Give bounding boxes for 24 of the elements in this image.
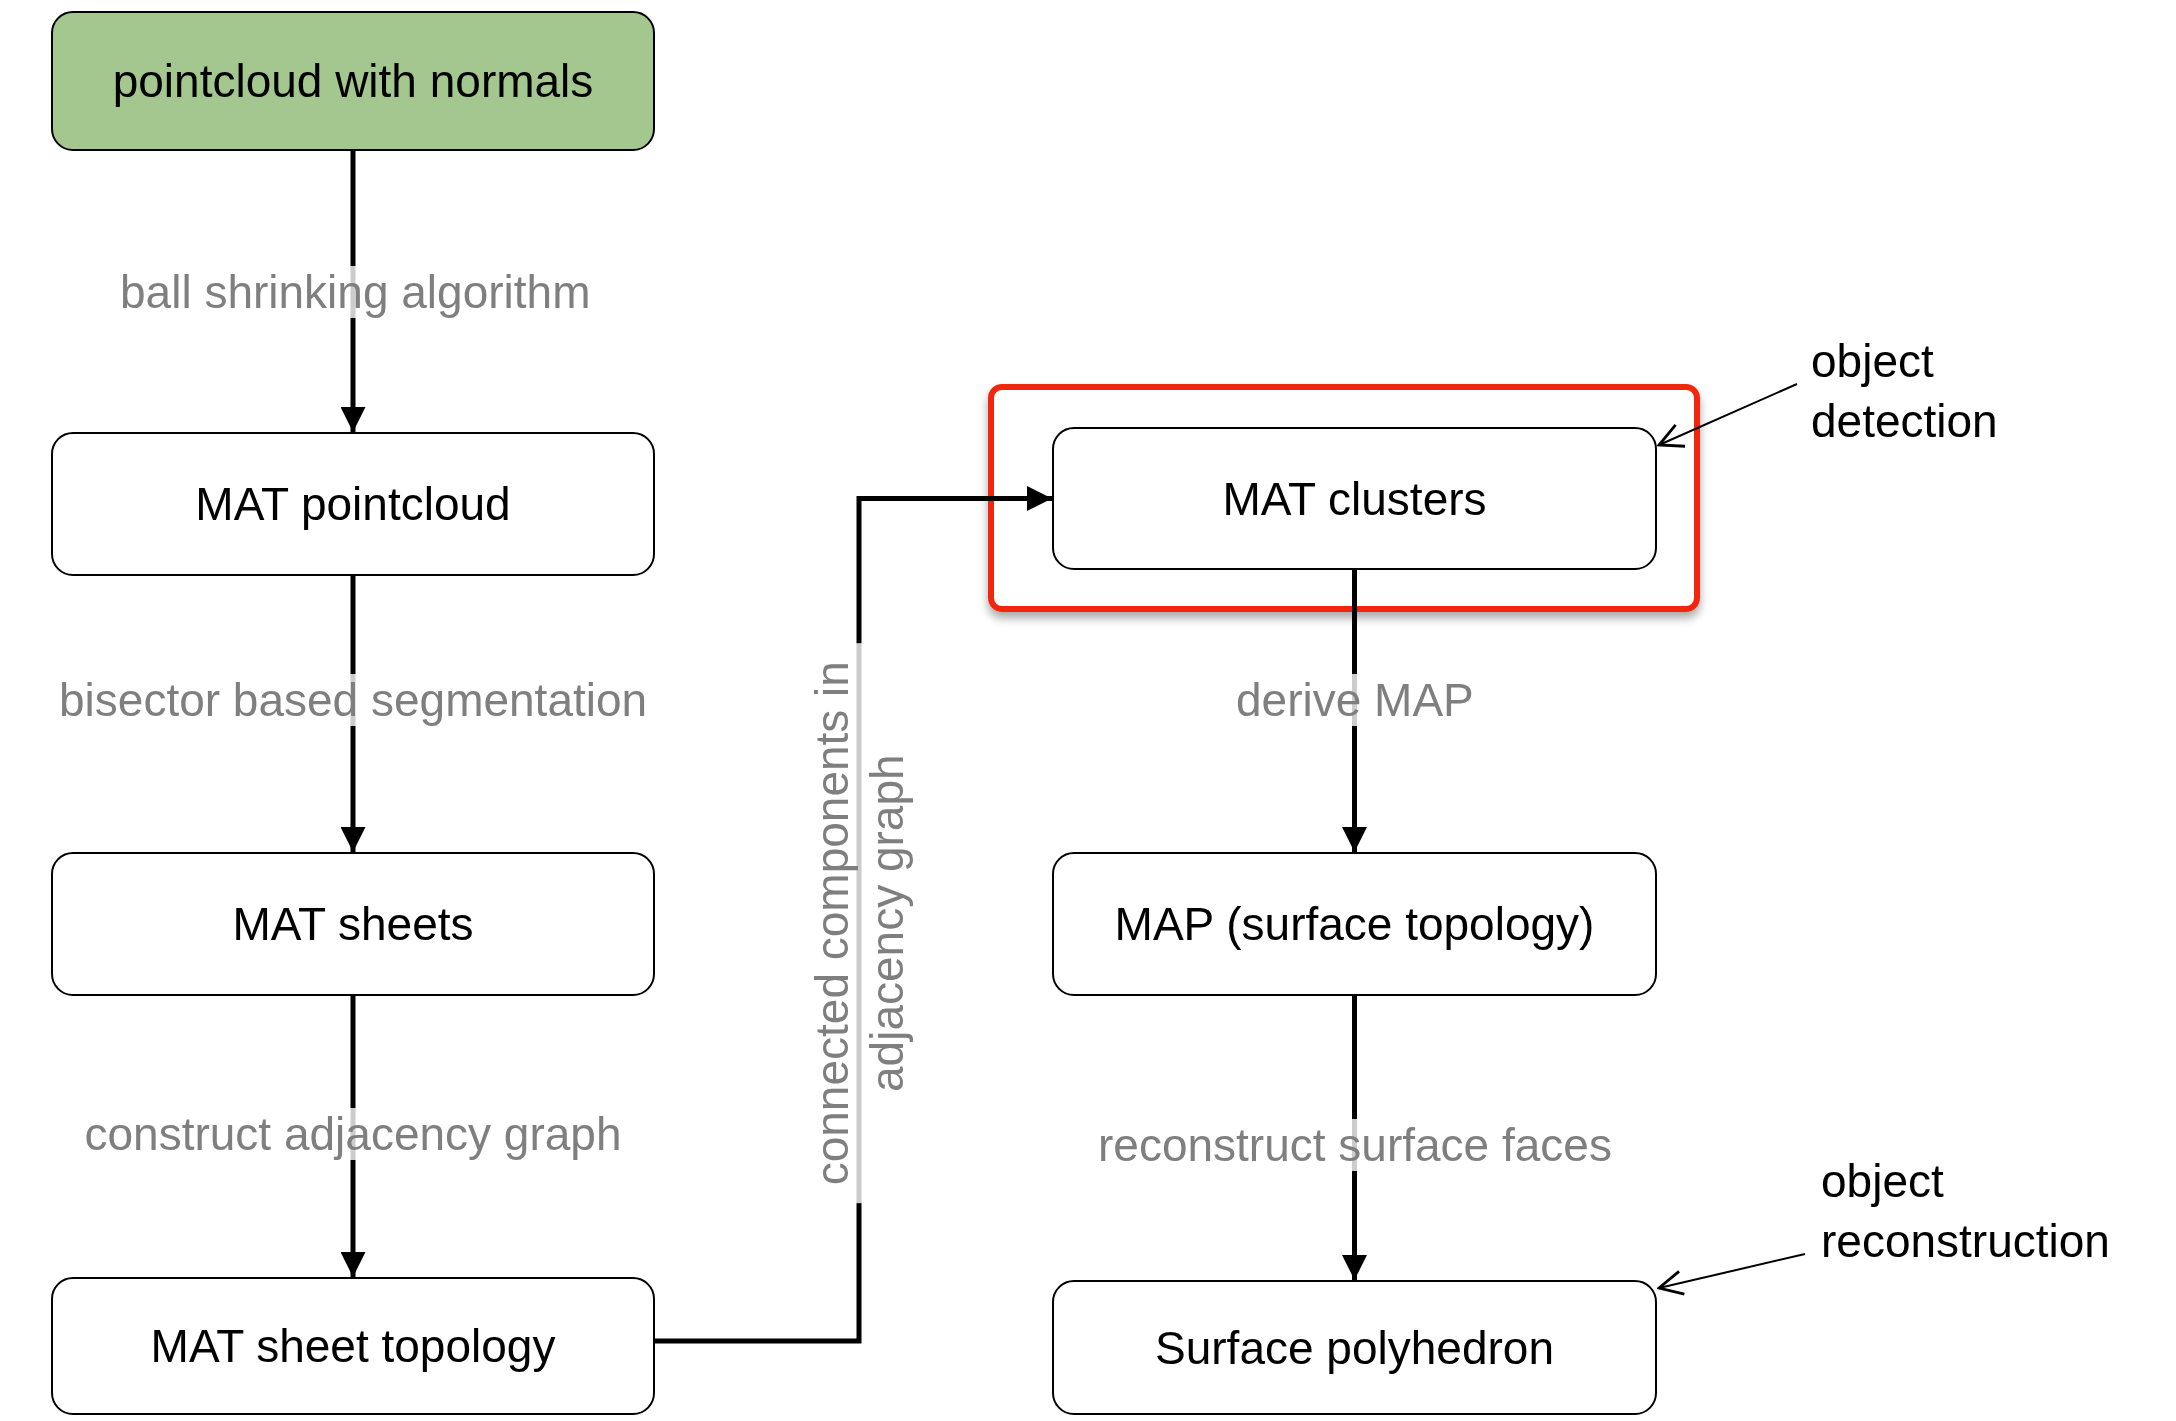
edge-label: ball shrinking algorithm [120,265,591,319]
box-label: MAT pointcloud [195,477,511,531]
leader-line [1657,1253,1806,1296]
process-box [1052,852,1657,996]
process-box [1052,427,1657,570]
edge-label: bisector based segmentation [59,673,648,727]
edge-label: reconstruct surface faces [1098,1118,1612,1172]
box-label: Surface polyhedron [1155,1320,1554,1375]
edge-label: construct adjacency graph [84,1107,622,1161]
box-label: MAT sheets [232,897,474,951]
highlight-frame [988,384,1700,612]
process-box [51,852,655,996]
process-box [51,432,655,576]
leader-line [1657,383,1798,448]
edge-label: derive MAP [1236,673,1474,727]
box-label: pointcloud with normals [112,54,594,108]
process-box [1052,1280,1657,1415]
box-label: MAT clusters [1222,471,1487,526]
input-box [51,11,655,151]
box-label: MAP (surface topology) [1114,897,1595,951]
process-box [51,1277,655,1415]
box-label: MAT sheet topology [150,1319,556,1373]
annotation-text: object reconstruction [1821,1152,2161,1272]
annotation-text: object detection [1811,332,2071,452]
